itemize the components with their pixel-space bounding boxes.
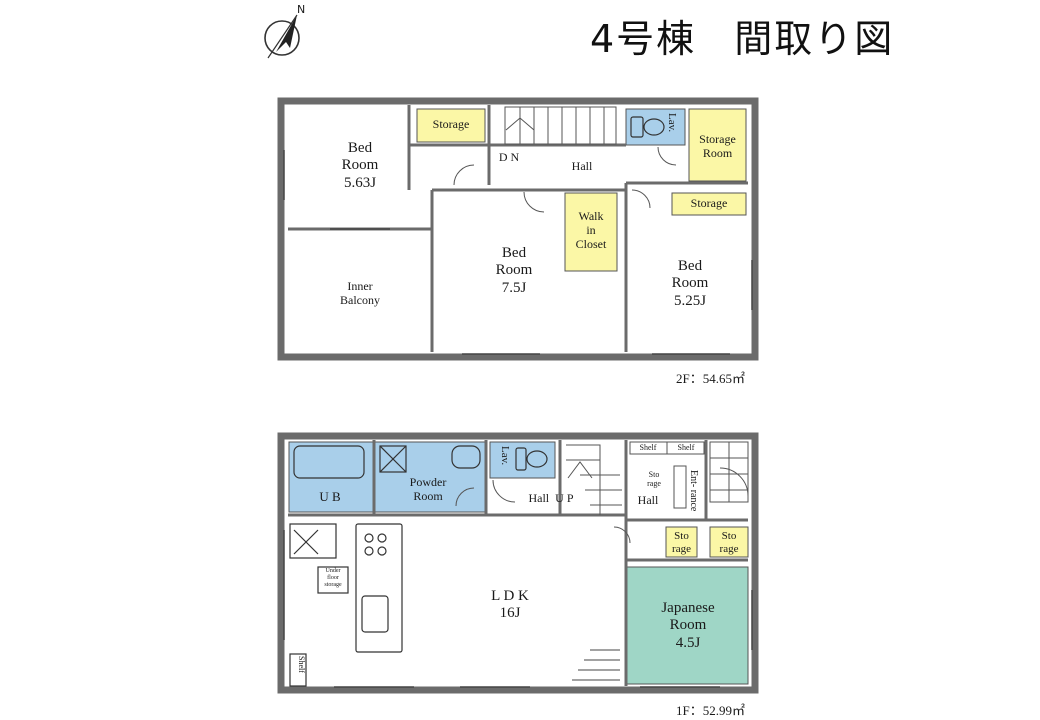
hall-entry: Hall — [637, 493, 659, 507]
floor1-plan — [277, 432, 759, 694]
storage-north: Storage — [432, 117, 470, 131]
hall-up: Hall U P — [528, 491, 574, 505]
floor1-area: 1F：52.99㎡ — [676, 703, 745, 718]
north-arrow-icon — [264, 14, 300, 59]
floor2-area: 2F：54.65㎡ — [676, 371, 745, 386]
shelf-kitchen: Shelf — [297, 656, 306, 673]
shelf-1: Shelf — [639, 443, 657, 452]
lav-1f: Lav. — [499, 446, 511, 466]
shelf-2: Shelf — [677, 443, 695, 452]
north-label: N — [297, 3, 306, 16]
floor2-plan — [277, 97, 759, 361]
title-subtitle: 間取り図 — [734, 17, 895, 61]
page-title: 4号棟間取り図 — [590, 8, 894, 63]
building-number: 4号棟 — [590, 17, 697, 61]
lav-2f: Lav. — [666, 113, 678, 133]
hall-2f: Hall — [571, 159, 593, 173]
label-dn: D N — [498, 150, 520, 164]
unit-bath: U B — [319, 489, 341, 504]
entrance: Ent- rance — [688, 470, 699, 512]
storage-east: Storage — [690, 196, 728, 210]
